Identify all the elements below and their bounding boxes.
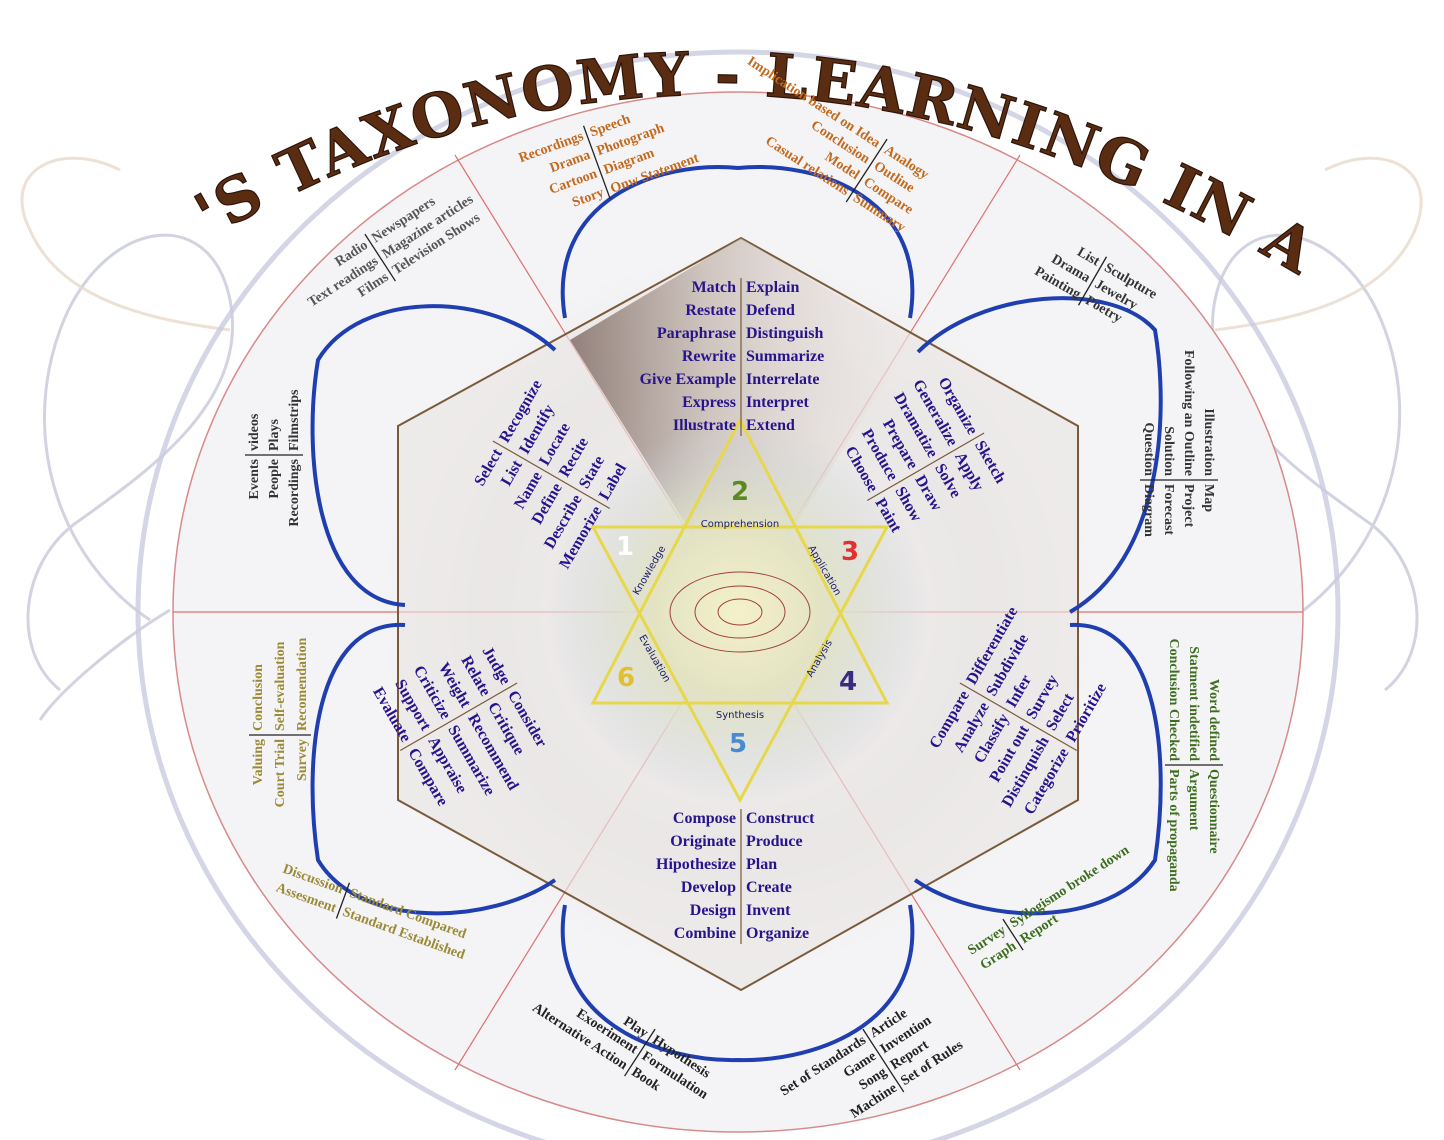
level-number: 6 [617,663,635,693]
product-word: Project [1181,484,1196,528]
product-word: Court Trial [273,739,288,807]
product-word: Filmstrips [287,389,302,451]
product-word: Diagram [1141,484,1156,537]
product-word: Map [1201,484,1216,512]
product-word: Survey [295,739,310,781]
verb-word: Compose [673,810,736,827]
verb-word: Distinguish [746,325,823,342]
verb-word: Design [690,902,736,919]
verb-word: Invent [746,902,791,919]
verb-word: Restate [685,302,736,319]
level-number: 4 [839,667,857,697]
verb-word: Summarize [746,348,824,365]
product-word: videos [247,413,262,451]
product-word: Self-evaluation [273,641,288,731]
verb-word: Organize [746,925,809,942]
product-word: Illustration [1201,408,1216,476]
product-word: Recordings [287,458,302,526]
product-word: Parts of propaganda [1166,769,1181,892]
level-number: 1 [616,532,634,562]
product-word: Forecast [1161,484,1176,535]
verb-word: Originate [670,833,736,850]
verb-word: Defend [746,302,795,319]
level-name: Synthesis [716,710,764,721]
product-word: Conclusion Checked [1166,638,1181,761]
product-word: Valuing [251,739,266,785]
verb-word: Give Example [640,371,736,388]
verb-word: Combine [674,925,736,942]
product-word: Solution [1161,426,1176,476]
verb-word: Plan [746,856,777,873]
product-word: Word defined [1206,679,1221,761]
verb-word: Construct [746,810,815,827]
product-word: Argument [1186,769,1201,831]
verb-word: Create [746,879,792,896]
verb-word: Interrelate [746,371,819,388]
level-number: 2 [731,477,749,507]
level-name: Comprehension [701,519,780,530]
verb-word: Match [692,279,737,296]
product-word: Question [1141,422,1156,476]
verb-word: Illustrate [673,417,736,434]
product-word: Plays [267,419,282,451]
product-word: Events [247,458,262,499]
verb-word: Develop [681,879,736,896]
product-word: Statment indetified [1186,646,1201,761]
verb-word: Express [682,394,736,411]
product-word: People [267,459,282,499]
verb-word: Extend [746,417,795,434]
verb-word: Interpret [746,394,809,411]
product-word: Recomendation [295,637,310,731]
verb-word: Explain [746,279,799,296]
level-number: 5 [729,729,747,759]
product-word: Following an Outline [1181,350,1196,476]
verb-word: Produce [746,833,803,850]
verb-word: Rewrite [682,348,736,365]
product-word: Questionnaire [1206,769,1221,854]
level-number: 3 [841,537,859,567]
product-word: Conclusion [251,664,266,731]
verb-word: Paraphrase [657,325,736,342]
verb-word: Hipothesize [656,856,736,873]
